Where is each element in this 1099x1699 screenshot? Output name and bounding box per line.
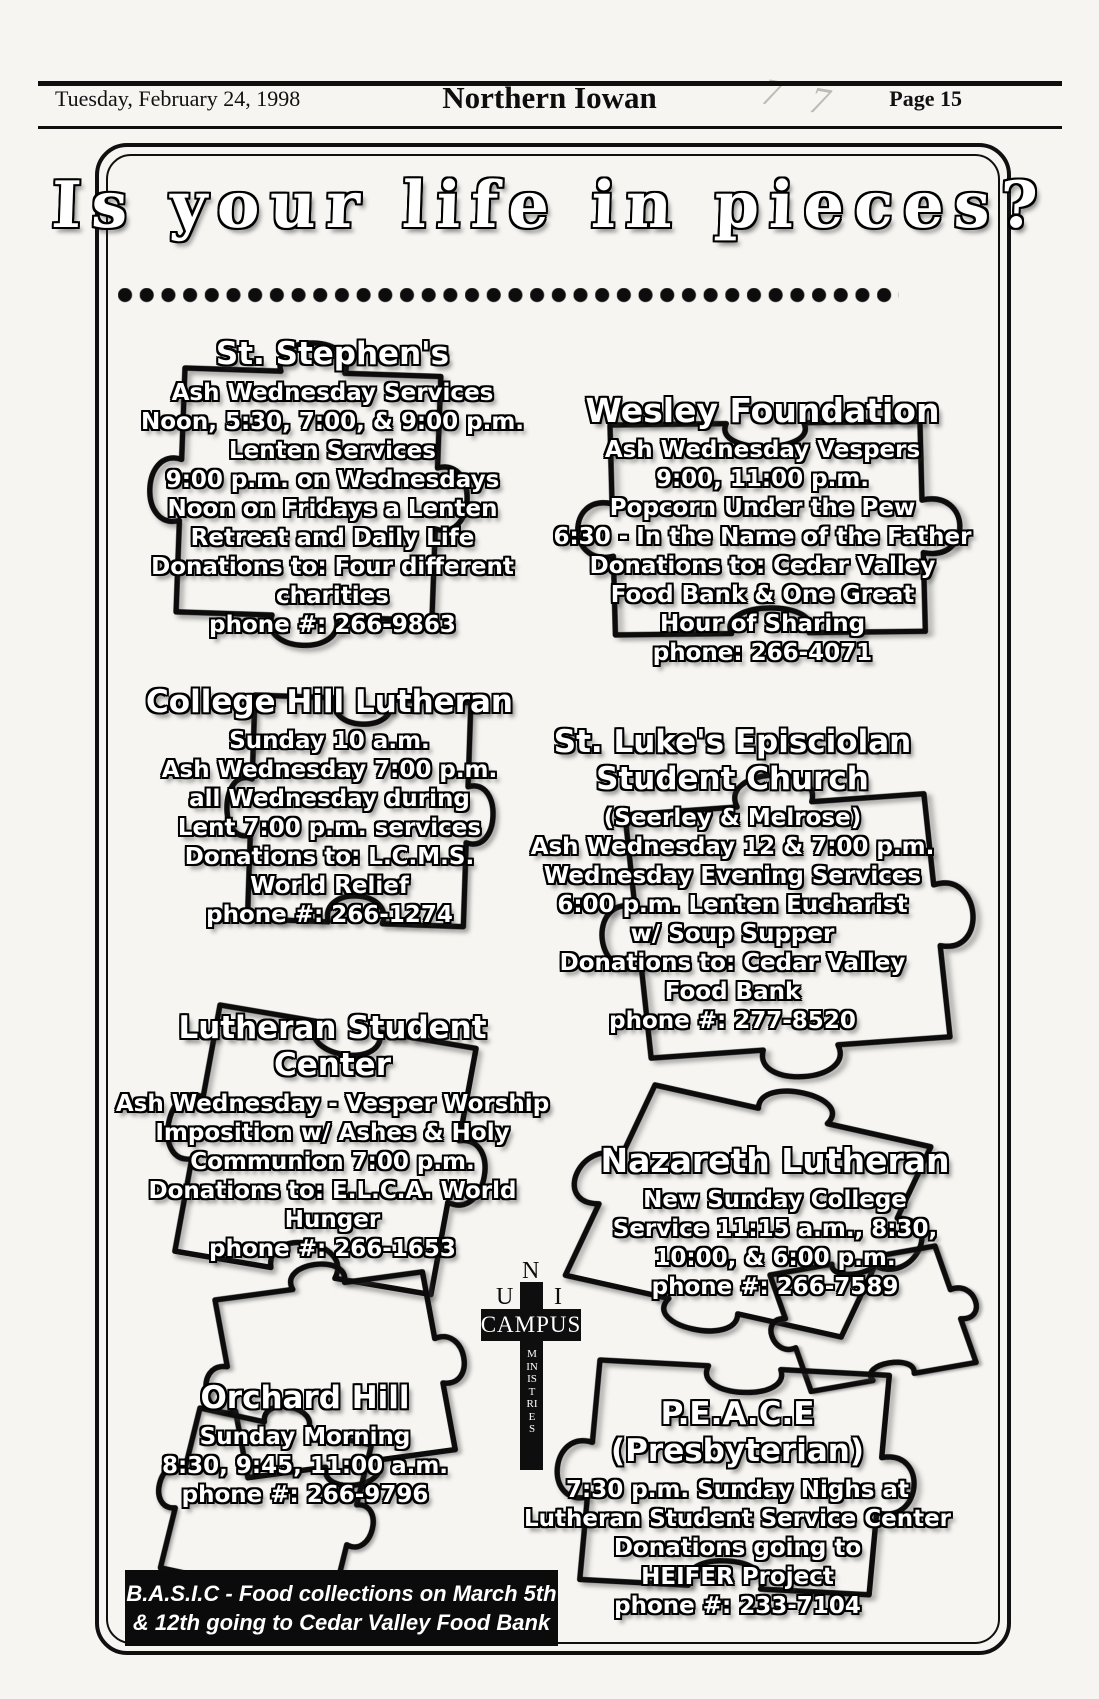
section-line: Hunger bbox=[284, 1207, 381, 1233]
section-orchard-hill: Orchard Hill Sunday Morning 8:30, 9:45, … bbox=[130, 1380, 480, 1510]
phone-number: phone #: 266-1274 bbox=[206, 902, 453, 928]
phone-number: phone: 266-4071 bbox=[652, 640, 873, 666]
section-line: Wednesday Evening Services bbox=[543, 863, 922, 889]
section-line: Ash Wednesday Services bbox=[171, 380, 494, 406]
section-line: Sunday 10 a.m. bbox=[229, 728, 430, 754]
phone-number: phone #: 266-9863 bbox=[209, 612, 456, 638]
dotted-divider bbox=[118, 288, 899, 303]
section-line: Noon on Fridays a Lenten bbox=[167, 496, 498, 522]
cross-horizontal-bar: CAMPUS bbox=[481, 1309, 581, 1341]
section-heading: Nazareth Lutheran bbox=[600, 1141, 950, 1180]
section-heading: College Hill Lutheran bbox=[146, 684, 513, 720]
section-line: Lenten Services bbox=[229, 438, 436, 464]
logo-ministries-text: MINISTRIES bbox=[526, 1348, 538, 1435]
section-line: (Seerley & Melrose) bbox=[603, 805, 862, 831]
phone-number: phone #: 266-1653 bbox=[209, 1236, 456, 1262]
section-line: Food Bank & One Great bbox=[610, 582, 915, 608]
section-line: Hour of Sharing bbox=[659, 611, 866, 637]
banner-line-1: B.A.S.I.C - Food collections on March 5t… bbox=[126, 1580, 557, 1606]
section-line: New Sunday College bbox=[643, 1187, 907, 1213]
section-line: Retreat and Daily Life bbox=[190, 525, 475, 551]
section-line: 6:30 - In the Name of the Father bbox=[553, 524, 972, 550]
section-line: 10:00, & 6:00 p.m. bbox=[654, 1245, 896, 1271]
section-line: Donations to: Four different bbox=[151, 554, 514, 580]
section-line: Donations going to bbox=[613, 1535, 862, 1561]
section-heading: St. Stephen's bbox=[215, 336, 450, 372]
section-line: Noon, 5:30, 7:00, & 9:00 p.m. bbox=[140, 409, 525, 435]
section-line: Donations to: Cedar Valley bbox=[589, 553, 936, 579]
section-line: Donations to: L.C.M.S. bbox=[184, 844, 475, 870]
section-heading: St. Luke's Episciolan Student Church bbox=[553, 724, 912, 797]
section-line: all Wednesday during bbox=[189, 786, 470, 812]
section-line: 9:00, 11:00 p.m. bbox=[655, 466, 870, 492]
section-line: Lutheran Student Service Center bbox=[523, 1506, 952, 1532]
phone-number: phone #: 266-7589 bbox=[651, 1274, 899, 1300]
logo-letter-u: U bbox=[496, 1284, 514, 1310]
section-line: Ash Wednesday - Vesper Worship bbox=[115, 1091, 550, 1117]
ad-title: Is your life in pieces? bbox=[50, 168, 1049, 243]
section-college-hill-lutheran: College Hill Lutheran Sunday 10 a.m. Ash… bbox=[112, 684, 547, 930]
section-line: Popcorn Under the Pew bbox=[609, 495, 916, 521]
section-line: 6:00 p.m. Lenten Eucharist bbox=[557, 892, 908, 918]
section-line: Sunday Morning bbox=[199, 1424, 411, 1450]
section-line: 8:30, 9:45, 11:00 a.m. bbox=[161, 1453, 449, 1479]
header-date: Tuesday, February 24, 1998 bbox=[55, 86, 301, 111]
section-line: 7:30 p.m. Sunday Nighs at bbox=[566, 1477, 909, 1503]
section-line: Ash Wednesday 7:00 p.m. bbox=[161, 757, 498, 783]
section-wesley-foundation: Wesley Foundation Ash Wednesday Vespers … bbox=[530, 392, 995, 668]
section-line: Communion 7:00 p.m. bbox=[190, 1149, 475, 1175]
section-heading: Orchard Hill bbox=[200, 1380, 410, 1416]
section-line: World Relief bbox=[250, 873, 409, 899]
section-line: Service 11:15 a.m., 8:30, bbox=[612, 1216, 938, 1242]
section-heading: Wesley Foundation bbox=[585, 391, 940, 430]
section-line: Donations to: E.L.C.A. World bbox=[148, 1178, 517, 1204]
section-st-lukes: St. Luke's Episciolan Student Church (Se… bbox=[485, 724, 980, 1036]
phone-number: phone #: 266-9796 bbox=[181, 1482, 429, 1508]
logo-letter-i: I bbox=[554, 1284, 562, 1310]
basic-food-collection-banner: B.A.S.I.C - Food collections on March 5t… bbox=[125, 1570, 558, 1646]
header-bottom-rule bbox=[38, 126, 1062, 129]
section-heading: Lutheran Student Center bbox=[178, 1010, 487, 1083]
section-line: Ash Wednesday 12 & 7:00 p.m. bbox=[530, 834, 935, 860]
section-line: w/ Soup Supper bbox=[630, 921, 835, 947]
campus-ministries-cross-logo: N U I CAMPUS MINISTRIES bbox=[470, 1258, 592, 1474]
section-line: Donations to: Cedar Valley bbox=[559, 950, 906, 976]
publication-title: Northern Iowan bbox=[442, 80, 657, 115]
section-line: Ash Wednesday Vespers bbox=[604, 437, 921, 463]
section-line: Food Bank bbox=[664, 979, 801, 1005]
section-line: charities bbox=[276, 583, 389, 609]
section-st-stephens: St. Stephen's Ash Wednesday Services Noo… bbox=[115, 336, 550, 640]
header-top-rule bbox=[38, 81, 1062, 86]
section-nazareth-lutheran: Nazareth Lutheran New Sunday College Ser… bbox=[550, 1142, 1000, 1302]
logo-campus-text: CAMPUS bbox=[480, 1312, 582, 1337]
section-line: Imposition w/ Ashes & Holy bbox=[155, 1120, 510, 1146]
section-line: Lent 7:00 p.m. services bbox=[177, 815, 482, 841]
section-line: 9:00 p.m. on Wednesdays bbox=[165, 467, 500, 493]
section-lutheran-student-center: Lutheran Student Center Ash Wednesday - … bbox=[100, 1010, 565, 1264]
banner-line-2: & 12th going to Cedar Valley Food Bank bbox=[132, 1609, 551, 1635]
page-number: Page 15 bbox=[889, 86, 962, 111]
logo-letter-n: N bbox=[522, 1258, 540, 1284]
